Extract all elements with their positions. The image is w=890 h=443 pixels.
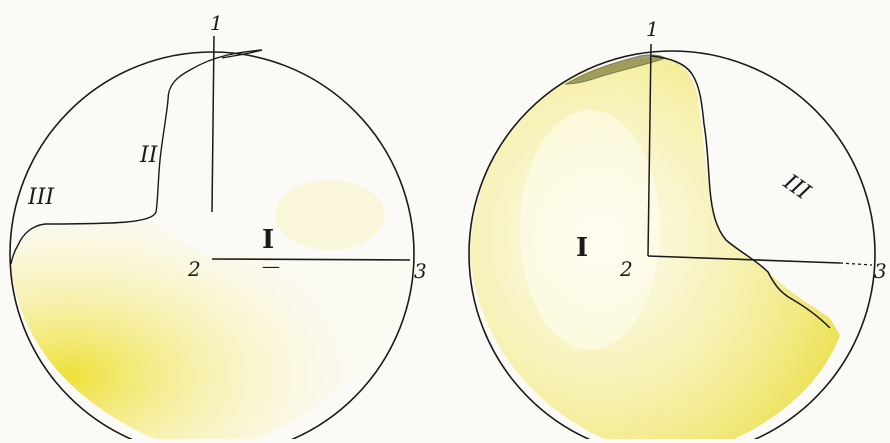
left-label-tick: —	[262, 256, 280, 277]
left-label-point-1: 1	[210, 11, 223, 35]
left-yellow-wash	[10, 222, 410, 439]
left-label-region-III: III	[27, 185, 55, 210]
left-label-point-2: 2	[187, 257, 201, 281]
left-label-region-II: II	[139, 143, 159, 168]
left-radius-vertical	[212, 36, 214, 212]
right-disc-diagram: 1 2 3 I III	[469, 17, 887, 439]
left-label-point-3: 3	[414, 259, 427, 283]
left-radius-horizontal	[212, 259, 410, 260]
left-disc-diagram: 1 2 3 I — II III	[10, 11, 427, 439]
left-label-region-I: I	[262, 225, 274, 255]
right-label-point-1: 1	[646, 17, 659, 41]
right-label-region-III: III	[778, 169, 816, 206]
right-label-point-3: 3	[874, 259, 887, 283]
right-label-point-2: 2	[619, 257, 633, 281]
right-label-region-I: I	[576, 233, 588, 263]
